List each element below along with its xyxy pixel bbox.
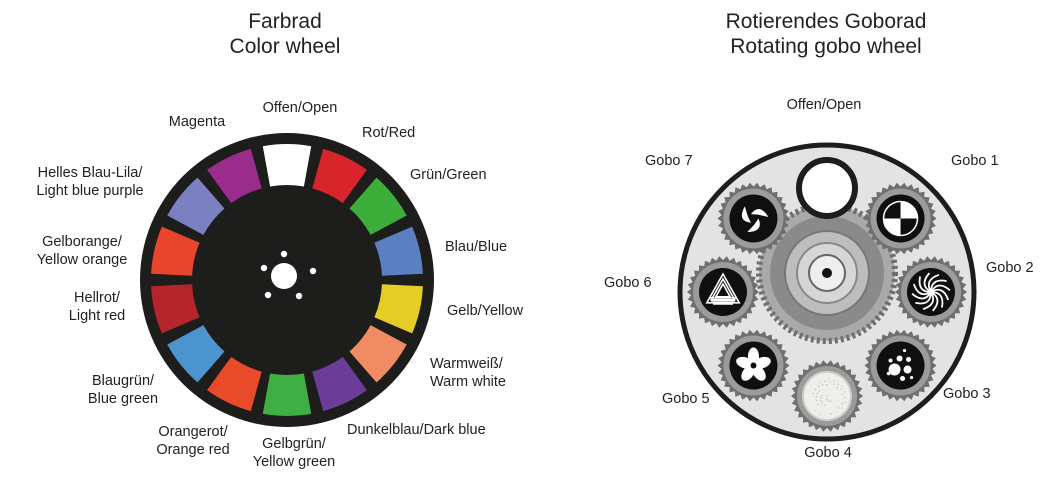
color-label-warm-white: Warmweiß/ Warm white	[430, 356, 506, 390]
color-slot	[312, 148, 367, 204]
color-slot	[349, 325, 407, 383]
color-label-red: Rot/Red	[362, 125, 416, 141]
hub-bolt-hole	[309, 267, 317, 275]
hub-bolt-hole	[264, 291, 272, 299]
color-slot	[167, 177, 225, 235]
color-wheel-slots	[151, 144, 423, 416]
color-slot	[262, 373, 312, 416]
open-ring-icon	[796, 157, 858, 219]
color-label-blue-green: Blaugrün/ Blue green	[87, 373, 159, 407]
hub-bolt-hole	[295, 292, 303, 300]
quartered-circle-icon	[864, 182, 937, 255]
color-wheel-title-de: Farbrad	[248, 10, 322, 33]
color-slot	[207, 148, 262, 204]
center-hub-hole	[271, 263, 297, 289]
color-slot	[167, 325, 225, 383]
bubbles-icon	[864, 329, 937, 402]
color-slot	[262, 144, 312, 187]
color-wheel	[140, 133, 434, 427]
color-label-blue: Blau/Blue	[445, 239, 508, 255]
color-label-light-red: Hellrot/ Light red	[68, 290, 126, 324]
gobo-label-6: Gobo 6	[604, 275, 652, 291]
color-label-orange-red: Orangerot/ Orange red	[156, 424, 230, 458]
gobo-label-5: Gobo 5	[662, 391, 710, 407]
hub-bolt-hole	[260, 264, 268, 272]
color-slot	[374, 284, 423, 334]
glass-texture-icon	[791, 360, 863, 432]
gobo-wheel-title-de: Rotierendes Goborad	[725, 10, 927, 33]
hub-bolt-hole	[280, 250, 288, 258]
spiral-icon	[895, 256, 967, 328]
color-slot	[374, 226, 423, 276]
swirl-icon	[717, 182, 790, 255]
color-label-green: Grün/Green	[410, 167, 487, 183]
color-slot	[151, 284, 200, 334]
gobo-slots	[687, 157, 967, 432]
color-label-dark-blue: Dunkelblau/Dark blue	[347, 422, 486, 438]
color-label-yellow: Gelb/Yellow	[447, 303, 524, 319]
gobo-label-2: Gobo 2	[986, 260, 1034, 276]
flower-icon	[717, 329, 790, 402]
gobo-label-1: Gobo 1	[951, 153, 999, 169]
color-slot	[349, 177, 407, 235]
color-wheel-title: Farbrad Color wheel	[185, 9, 385, 59]
gobo-wheel-title: Rotierendes Goborad Rotating gobo wheel	[676, 9, 976, 59]
color-label-yellow-green: Gelbgrün/ Yellow green	[252, 436, 336, 470]
color-label-yellow-orange: Gelborange/ Yellow orange	[36, 234, 128, 268]
color-label-open: Offen/Open	[262, 100, 338, 116]
triangle-lines-icon	[687, 256, 759, 328]
gobo-wheel	[677, 142, 977, 442]
center-hub-pin	[822, 268, 832, 278]
color-wheel-title-en: Color wheel	[229, 35, 341, 58]
gobo-label-open: Offen/Open	[786, 97, 862, 113]
color-label-light-blue-purple: Helles Blau-Lila/ Light blue purple	[36, 165, 144, 199]
gobo-label-4: Gobo 4	[804, 445, 852, 461]
color-slot	[312, 356, 367, 412]
color-slot	[207, 356, 262, 412]
gobo-wheel-title-en: Rotating gobo wheel	[730, 35, 922, 58]
gobo-label-7: Gobo 7	[645, 153, 693, 169]
color-label-magenta: Magenta	[168, 114, 226, 130]
color-slot	[151, 226, 200, 276]
gobo-label-3: Gobo 3	[943, 386, 991, 402]
